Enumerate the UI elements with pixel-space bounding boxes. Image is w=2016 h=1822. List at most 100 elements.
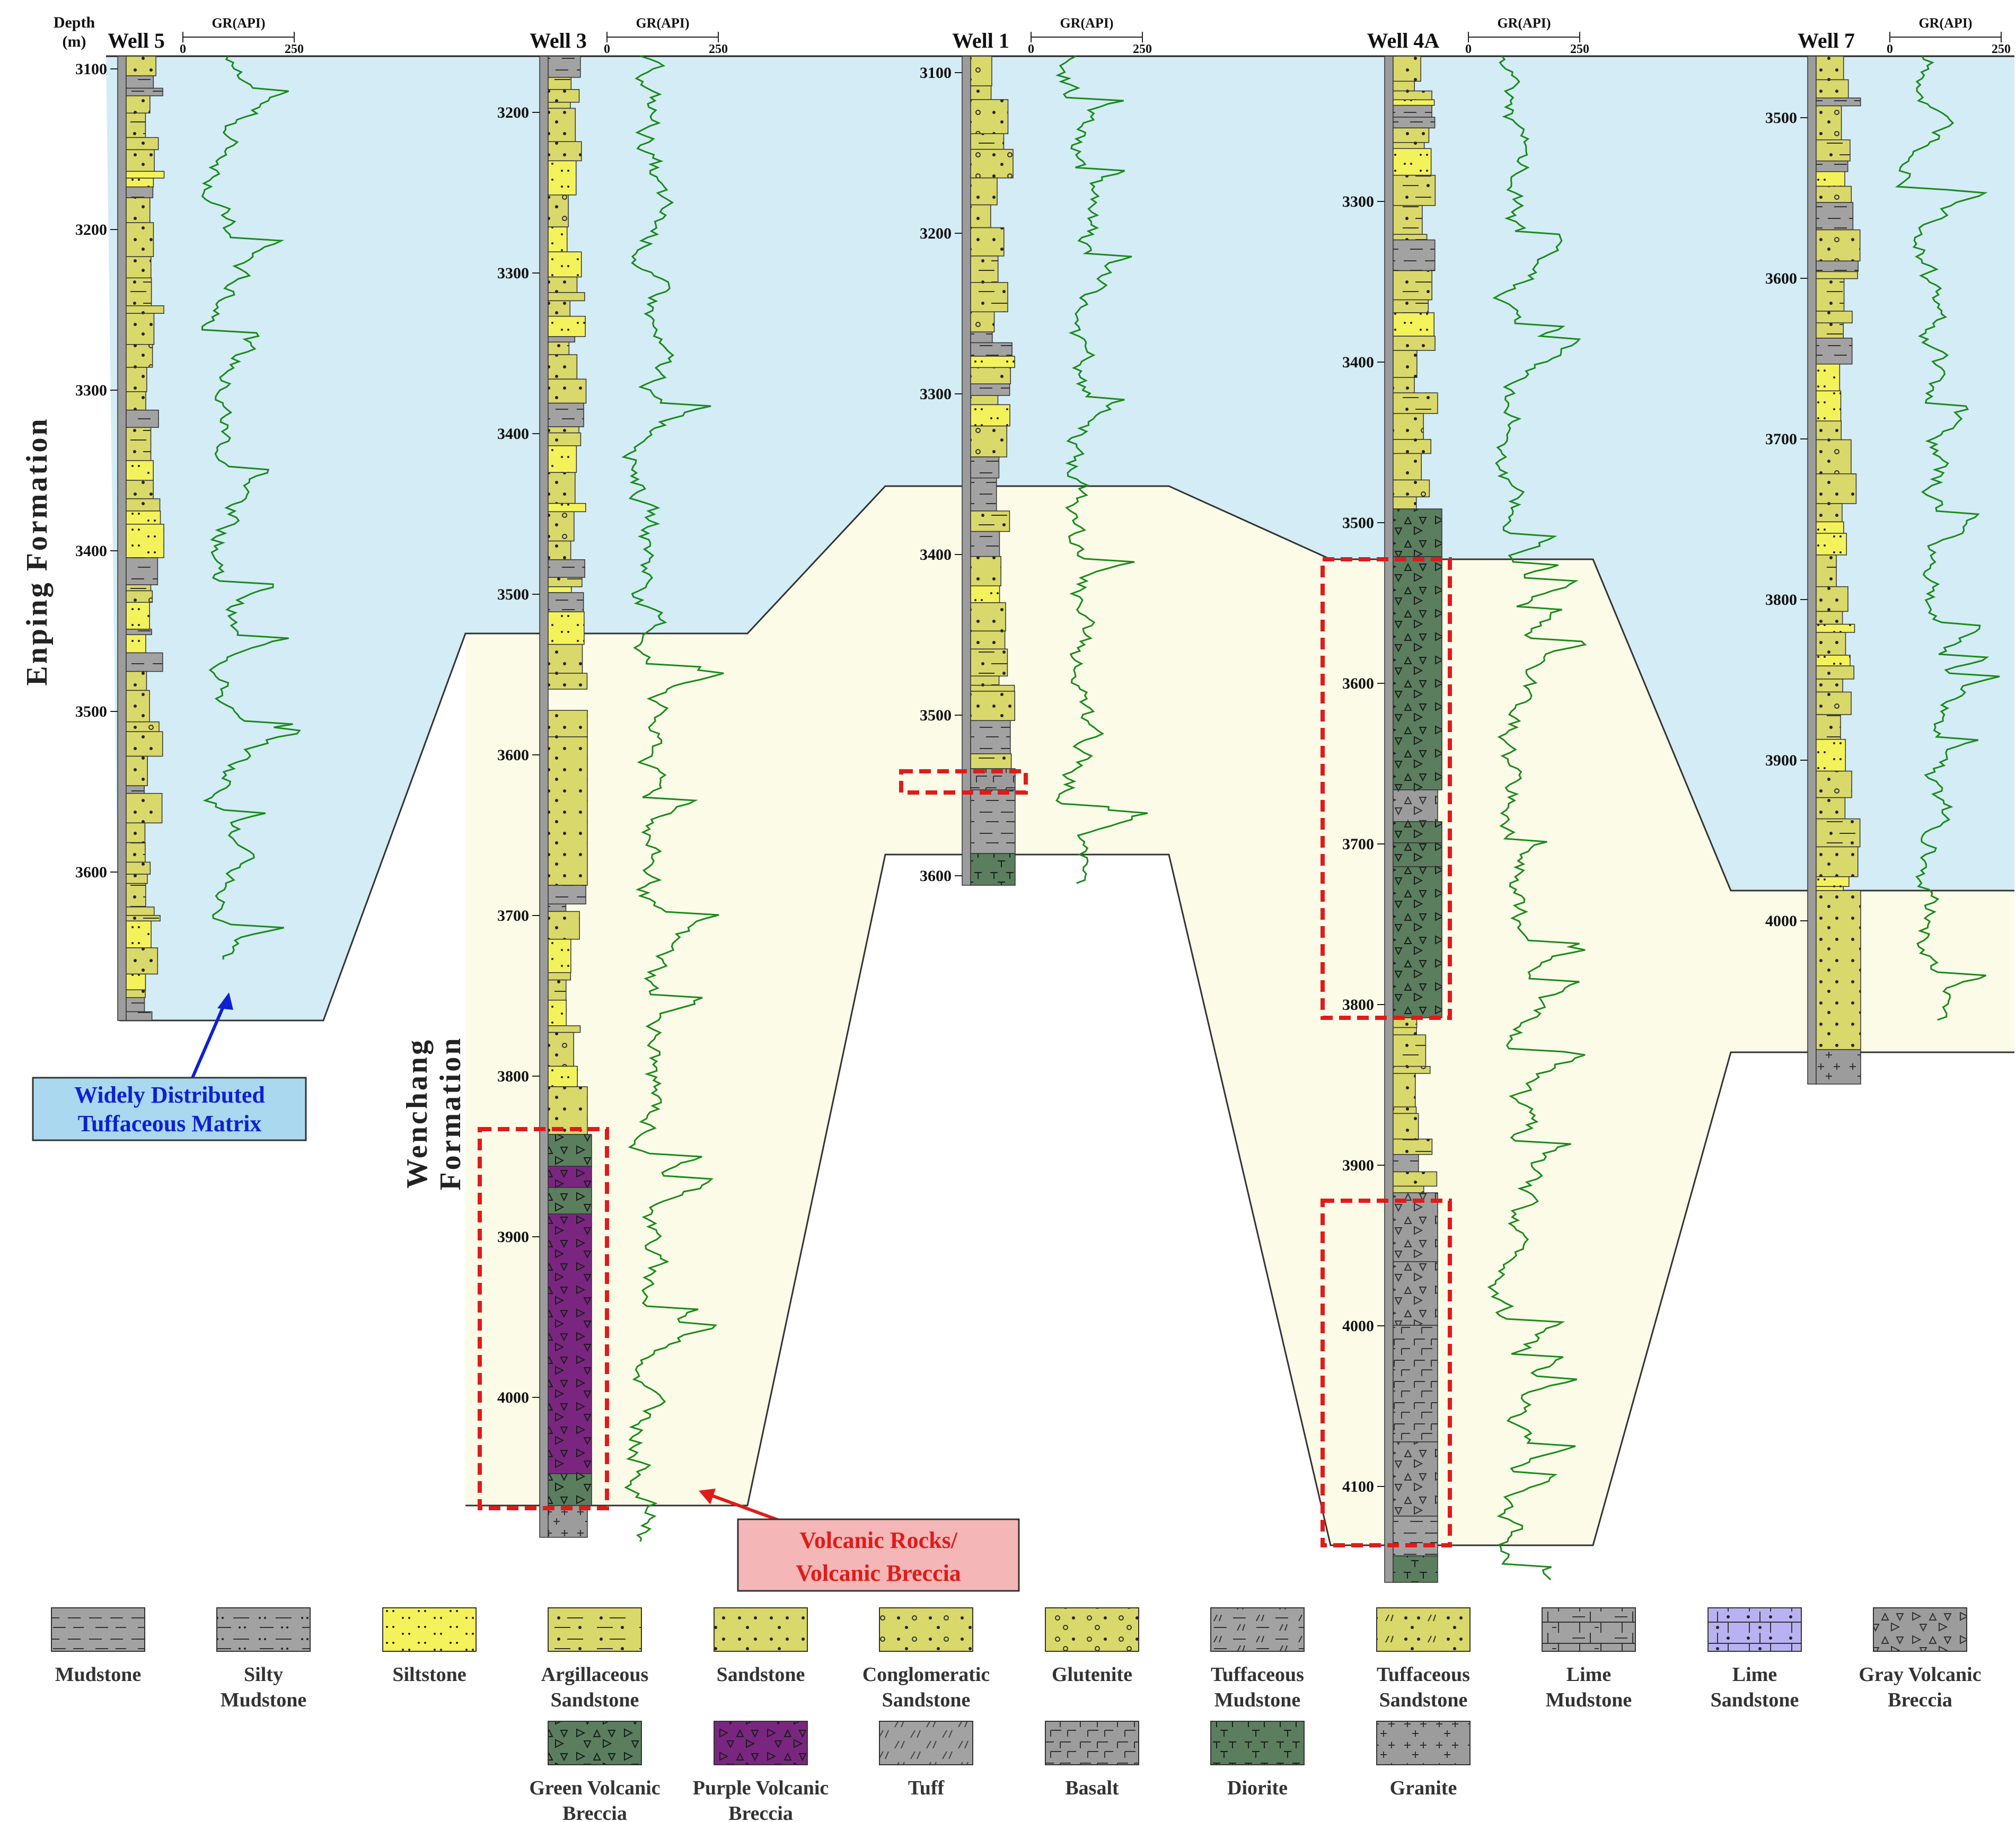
depth-tick-label: 3500 [75,703,107,720]
lithology-bed [970,99,1009,134]
lithology-bed [1816,665,1855,680]
lithology-bed [1393,1441,1438,1517]
legend-swatch [1045,1721,1139,1765]
lithology-bed [126,197,151,223]
depth-axis-title: Depth [54,14,95,31]
lithology-bed [548,432,582,446]
lithology-bed [126,409,159,428]
lithology-bed [1393,99,1435,106]
depth-tick-label: 3900 [497,1228,529,1246]
depth-tick-label: 3300 [75,382,107,399]
legend-swatch [1707,1607,1802,1652]
lithology-bed [970,510,1010,532]
lithology-bed [548,511,575,542]
gr-min-label: 0 [180,42,186,56]
lithology-bed [1393,239,1436,271]
depth-tick-label: 3600 [1765,270,1797,287]
lithology-bed [1816,160,1848,172]
depth-tick-label: 3700 [1765,430,1797,448]
lithology-bed [970,789,1016,854]
lithology-bed [126,973,146,990]
lithology-bed [1816,770,1852,798]
legend-swatch [714,1607,808,1652]
wenchang-formation-label-line2: Formation [434,1036,467,1190]
depth-strip [1807,56,1817,1085]
lithology-bed [548,673,588,690]
lithology-bed [1393,1073,1416,1107]
gr-header-label: GR(API) [1918,15,1972,31]
legend-label: Mudstone [55,1663,142,1686]
lithology-bed [1816,271,1858,279]
legend-item-diorite: Diorite [1210,1721,1305,1799]
legend-label: Diorite [1227,1777,1288,1799]
legend-label: Breccia [728,1802,793,1822]
lithology-bed [126,947,159,975]
lithology-bed [970,602,1006,632]
lithology-bed [1393,377,1415,393]
gr-log-curve [621,55,724,1542]
volcanic-highlight-boxes [478,557,1452,1547]
well-title: Well 5 [108,29,165,52]
legend-item-glutenite: Glutenite [1045,1607,1139,1686]
legend-swatch [1045,1607,1139,1652]
gr-max-label: 250 [285,42,304,56]
lithology-bed [1393,174,1436,206]
lithology-bed [1393,821,1442,843]
lithology-bed [970,395,999,406]
depth-tick-label: 4000 [1765,912,1797,930]
lithology-bed [1393,205,1423,235]
lithology-bed [1393,392,1438,414]
lithology-bed [126,75,154,89]
lithology-bed [548,611,585,645]
lithology-bed [548,102,571,109]
lithology-bed [548,354,578,380]
lithology-bed [970,630,1006,650]
depth-tick-label: 3700 [497,907,529,925]
legend-swatch [1210,1607,1305,1652]
depth-tick-label: 3800 [1342,996,1374,1014]
lithology-bed [126,277,152,306]
lithology-bed [548,160,577,196]
lithology-bed [548,341,570,355]
lithology-bed [126,222,154,257]
depth-tick-label: 3400 [75,542,107,560]
legend-label: Siltstone [392,1663,466,1686]
lithology-bed [126,652,163,672]
lithology-bed [970,311,995,332]
lithology-bed [970,227,1005,257]
lithology-bed [1393,142,1425,149]
lithology-bed [970,477,997,512]
legend-label: Sandstone [1379,1689,1468,1711]
lithology-bed [548,710,588,737]
enping-formation-label: Enping Formation [21,417,54,685]
lithology-bed [970,648,1008,677]
legend-swatch [879,1721,973,1765]
depth-strip [962,56,971,886]
lithology-bed [970,691,1016,721]
lithology-bed [1816,229,1861,262]
lithology-bed [126,480,154,499]
gr-log-curve [1055,55,1148,884]
lithology-bed [1816,439,1852,474]
lithology-bed [1816,655,1851,666]
lithology-bed [970,282,1008,312]
legend-swatch [1376,1607,1471,1652]
lithology-bed [1393,299,1429,313]
lithology-bed [126,313,155,345]
lithology-bed [548,77,572,90]
lithology-bed [1816,139,1851,162]
depth-tick-label: 3200 [75,221,107,239]
lithology-bed [548,89,580,103]
depth-tick-label: 3300 [497,265,529,282]
lithology-bed [548,336,576,343]
lithology-bed [126,989,146,998]
lithology-bed [548,592,584,612]
lithology-bed [1393,90,1432,101]
lithology-bed [1816,797,1846,820]
lithology-bed [126,842,146,863]
